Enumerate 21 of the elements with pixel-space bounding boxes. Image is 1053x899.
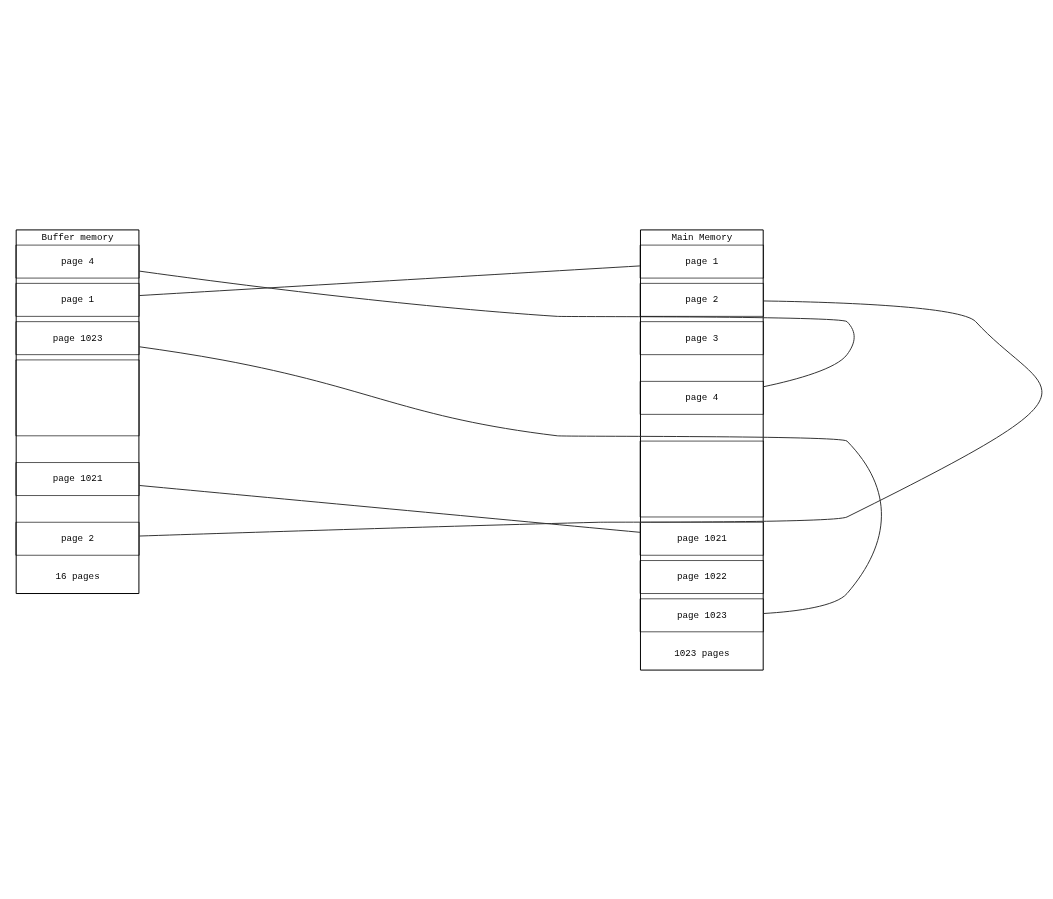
node-box: page 1023	[15, 320, 140, 355]
node-box: page 1023	[639, 597, 764, 632]
node-label: 16 pages	[55, 570, 100, 582]
node-box: page 1022	[639, 559, 764, 594]
node-box: page 1	[15, 282, 140, 317]
node-box	[15, 359, 140, 436]
node-box: page 4	[639, 380, 764, 415]
node-label: 1023 pages	[674, 647, 730, 659]
node-box	[639, 440, 764, 517]
connector	[138, 299, 1042, 537]
node-box: page 1	[639, 244, 764, 278]
connector	[138, 270, 855, 387]
connector	[138, 345, 882, 614]
node-box: page 2	[639, 282, 764, 317]
node-box: page 2	[15, 521, 140, 556]
node-box: page 4	[15, 244, 140, 278]
node-box: page 1021	[639, 521, 764, 556]
connector	[138, 484, 641, 533]
connector	[138, 264, 641, 296]
node-box: page 3	[639, 320, 764, 355]
node-box: page 1021	[15, 461, 140, 496]
